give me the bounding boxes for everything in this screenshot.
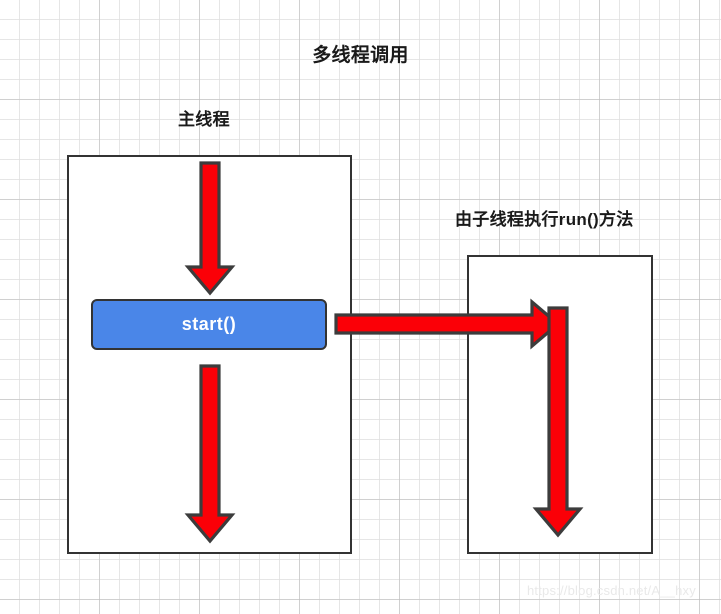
start-method-label: start()	[181, 314, 237, 334]
arrow-down-main-thread-end-icon	[184, 364, 236, 544]
watermark: https://blog.csdn.net/A__hxy	[527, 583, 696, 598]
main-thread-label: 主线程	[178, 110, 230, 129]
start-method-node[interactable]: start()	[91, 299, 327, 350]
arrow-right-start-to-child-icon	[334, 298, 561, 350]
arrow-down-to-start-icon	[184, 161, 236, 296]
arrow-down-child-thread-icon	[532, 306, 584, 538]
page-title: 多线程调用	[312, 45, 409, 66]
child-thread-label: 由子线程执行run()方法	[455, 210, 634, 229]
